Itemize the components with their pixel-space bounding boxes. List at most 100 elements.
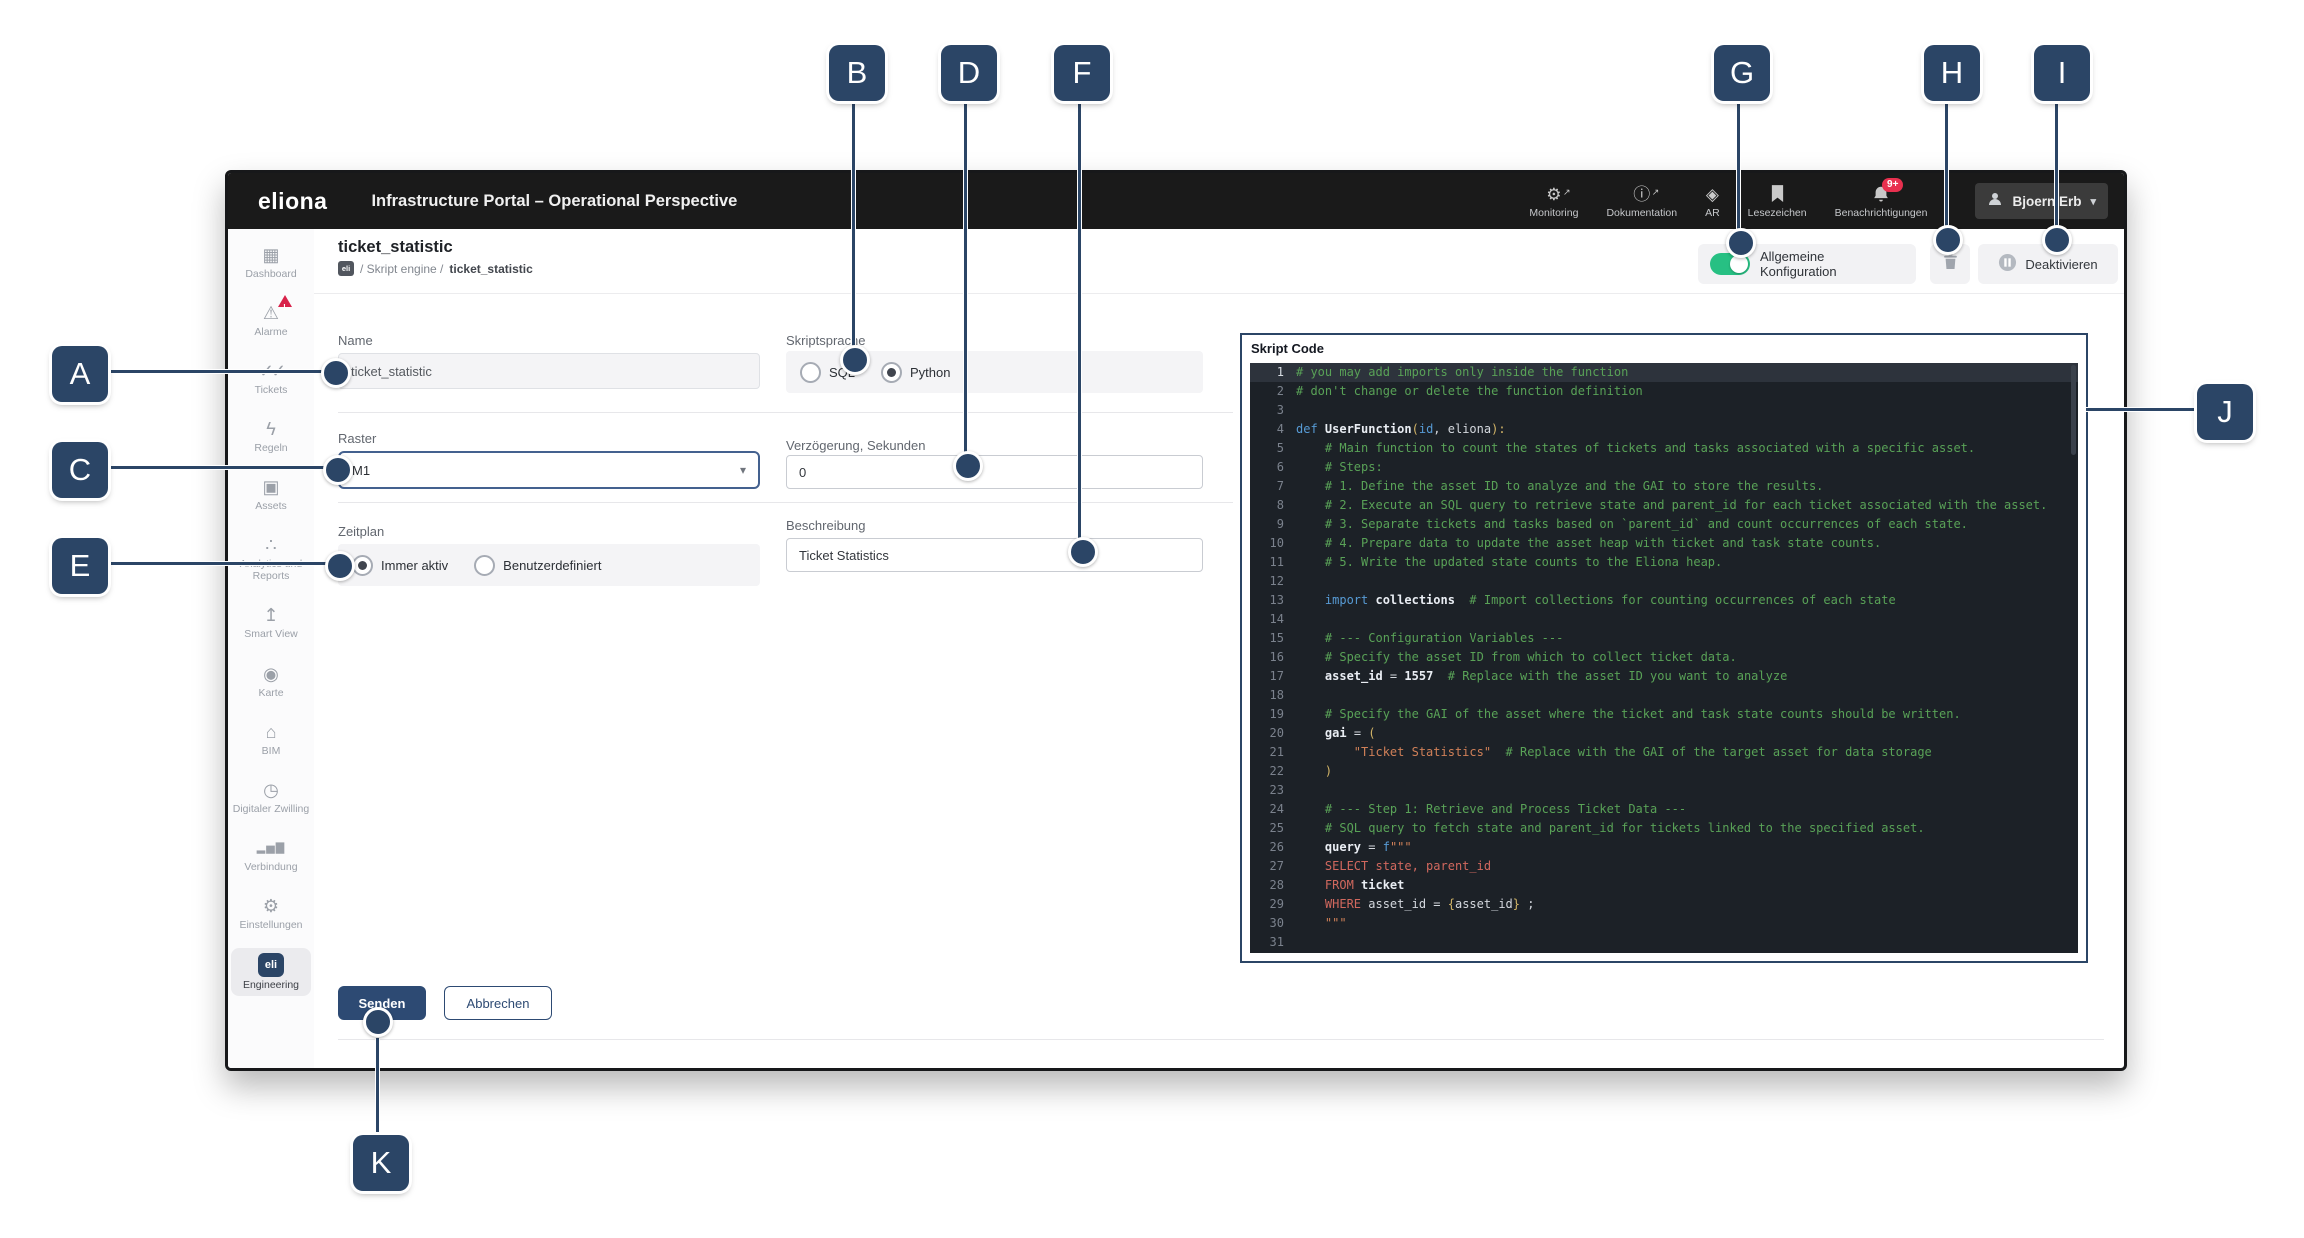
annotation-label-K: K — [353, 1135, 409, 1191]
annotation-line — [2085, 407, 2199, 412]
radio-unchecked-icon[interactable] — [474, 554, 496, 576]
line-number: 30 — [1269, 916, 1284, 930]
sidebar-item-assets[interactable]: ▣Assets — [231, 471, 311, 517]
annotation-label-A: A — [52, 346, 108, 402]
raster-select[interactable]: M1 ▾ — [338, 451, 760, 489]
editor-scrollbar[interactable] — [2071, 365, 2076, 455]
schedule-option[interactable]: Immer aktiv — [352, 554, 448, 576]
eliona-breadcrumb-icon: eli — [338, 261, 354, 276]
name-input[interactable]: ticket_statistic — [338, 353, 760, 389]
line-number: 27 — [1269, 859, 1284, 873]
annotation-line — [1077, 101, 1082, 541]
sidebar-item-bim[interactable]: ⌂BIM — [231, 716, 311, 762]
settings-icon: ⚙ — [262, 895, 280, 916]
code-line: 3 — [1250, 401, 2078, 420]
code-line: 30 """ — [1250, 914, 2078, 933]
sidebar-item-verbindung[interactable]: ▂▅▇Verbindung — [231, 832, 311, 878]
annotation-line — [851, 101, 856, 348]
line-number: 14 — [1269, 612, 1284, 626]
deactivate-label: Deaktivieren — [2025, 256, 2098, 272]
topbar-action-label: Monitoring — [1529, 207, 1579, 219]
annotation-dot — [1068, 537, 1098, 567]
sidebar-item-karte[interactable]: ◉Karte — [231, 658, 311, 704]
sidebar-item-tickets[interactable]: ✓✓Tickets — [231, 355, 311, 401]
sidebar-item-alarme[interactable]: ⚠Alarme — [231, 295, 311, 343]
code-line: 17 asset_id = 1557 # Replace with the as… — [1250, 667, 2078, 686]
line-number: 22 — [1269, 764, 1284, 778]
line-number: 7 — [1276, 479, 1284, 493]
cancel-button[interactable]: Abbrechen — [444, 986, 552, 1020]
line-number: 29 — [1269, 897, 1284, 911]
code-line: 18 — [1250, 686, 2078, 705]
code-line: 26 query = f""" — [1250, 838, 2078, 857]
topbar-action-lesezeichen[interactable]: Lesezeichen — [1748, 185, 1807, 219]
sidebar-item-einstellungen[interactable]: ⚙ Einstellungen — [231, 890, 311, 936]
annotation-label-B: B — [829, 45, 885, 101]
name-value: ticket_statistic — [351, 363, 432, 379]
code-line: 31 — [1250, 933, 2078, 952]
sidebar-item-label: Einstellungen — [239, 918, 303, 931]
topbar-action-monitoring[interactable]: ⚙↗ Monitoring — [1529, 185, 1578, 219]
schedule-radio-group: Immer aktiv Benutzerdefiniert — [338, 544, 760, 586]
annotation-line — [108, 369, 326, 374]
radio-checked-icon[interactable] — [352, 554, 373, 576]
ar-cube-icon: ◈ — [1705, 185, 1719, 204]
deactivate-button[interactable]: Deaktivieren — [1978, 244, 2118, 284]
radio-unchecked-icon[interactable] — [800, 361, 821, 383]
app-title: Infrastructure Portal – Operational Pers… — [371, 191, 738, 210]
line-number: 2 — [1276, 384, 1284, 398]
code-line: 6 # Steps: — [1250, 458, 2078, 477]
annotation-dot — [321, 358, 351, 388]
line-number: 28 — [1269, 878, 1284, 892]
user-menu[interactable]: Bjoern Erb ▾ — [1975, 183, 2108, 219]
analytics-icon: ∴ — [265, 535, 277, 556]
general-config-toggle[interactable] — [1710, 253, 1750, 275]
sidebar-item-analytics[interactable]: ∴Analytics und Reports — [231, 529, 311, 587]
sidebar-item-label: Tickets — [254, 384, 288, 397]
breadcrumb-path[interactable]: / Skript engine / — [360, 261, 444, 276]
annotation-label-D: D — [941, 45, 997, 101]
assets-icon: ▣ — [262, 477, 280, 498]
description-input[interactable]: Ticket Statistics — [786, 538, 1203, 572]
radio-checked-icon[interactable] — [881, 361, 903, 383]
delay-value: 0 — [799, 464, 807, 480]
annotation-label-F: F — [1054, 45, 1110, 101]
breadcrumb: eli / Skript engine / ticket_statistic — [338, 261, 533, 276]
schedule-option[interactable]: Benutzerdefiniert — [474, 554, 601, 576]
annotation-dot — [363, 1007, 393, 1037]
topbar-action-dokumentation[interactable]: ⓘ↗Dokumentation — [1606, 185, 1677, 219]
code-line: 13 import collections # Import collectio… — [1250, 591, 2078, 610]
sidebar-item-digitaler-zwilling[interactable]: ◷Digitaler Zwilling — [231, 774, 311, 820]
sidebar-item-label: Karte — [258, 686, 284, 699]
code-line: 23 — [1250, 781, 2078, 800]
app-window: eliona Infrastructure Portal – Operation… — [225, 170, 2127, 1071]
sidebar-item-label: Verbindung — [244, 860, 298, 873]
line-number: 25 — [1269, 821, 1284, 835]
sidebar-item-label: Regeln — [254, 442, 288, 455]
line-number: 24 — [1269, 802, 1284, 816]
delay-label: Verzögerung, Sekunden — [786, 438, 926, 453]
raster-label: Raster — [338, 431, 377, 446]
sidebar-item-dashboard[interactable]: ▦Dashboard — [231, 239, 311, 285]
code-line: 19 # Specify the GAI of the asset where … — [1250, 705, 2078, 724]
bottom-divider — [338, 1039, 2104, 1040]
smart-view-icon: ↥ — [263, 605, 279, 626]
script-language-option[interactable]: Python — [881, 361, 951, 383]
line-number: 31 — [1269, 935, 1284, 949]
page-header: ticket_statistic eli / Skript engine / t… — [314, 229, 2124, 294]
line-number: 11 — [1269, 555, 1284, 569]
sidebar-item-smart-view[interactable]: ↥ Smart View — [231, 599, 311, 645]
topbar-action-benachrichtigungen[interactable]: 9+Benachrichtigungen — [1835, 178, 1927, 219]
sidebar-item-label: Smart View — [244, 628, 298, 641]
delay-input[interactable]: 0 — [786, 455, 1203, 489]
code-line: 24 # --- Step 1: Retrieve and Process Ti… — [1250, 800, 2078, 819]
topbar-action-ar[interactable]: ◈AR — [1705, 185, 1720, 219]
topbar-action-label: Dokumentation — [1606, 207, 1678, 219]
code-editor[interactable]: 1# you may add imports only inside the f… — [1250, 363, 2078, 953]
gear-external-icon: ⚙↗ — [1546, 185, 1571, 204]
line-number: 12 — [1269, 574, 1284, 588]
